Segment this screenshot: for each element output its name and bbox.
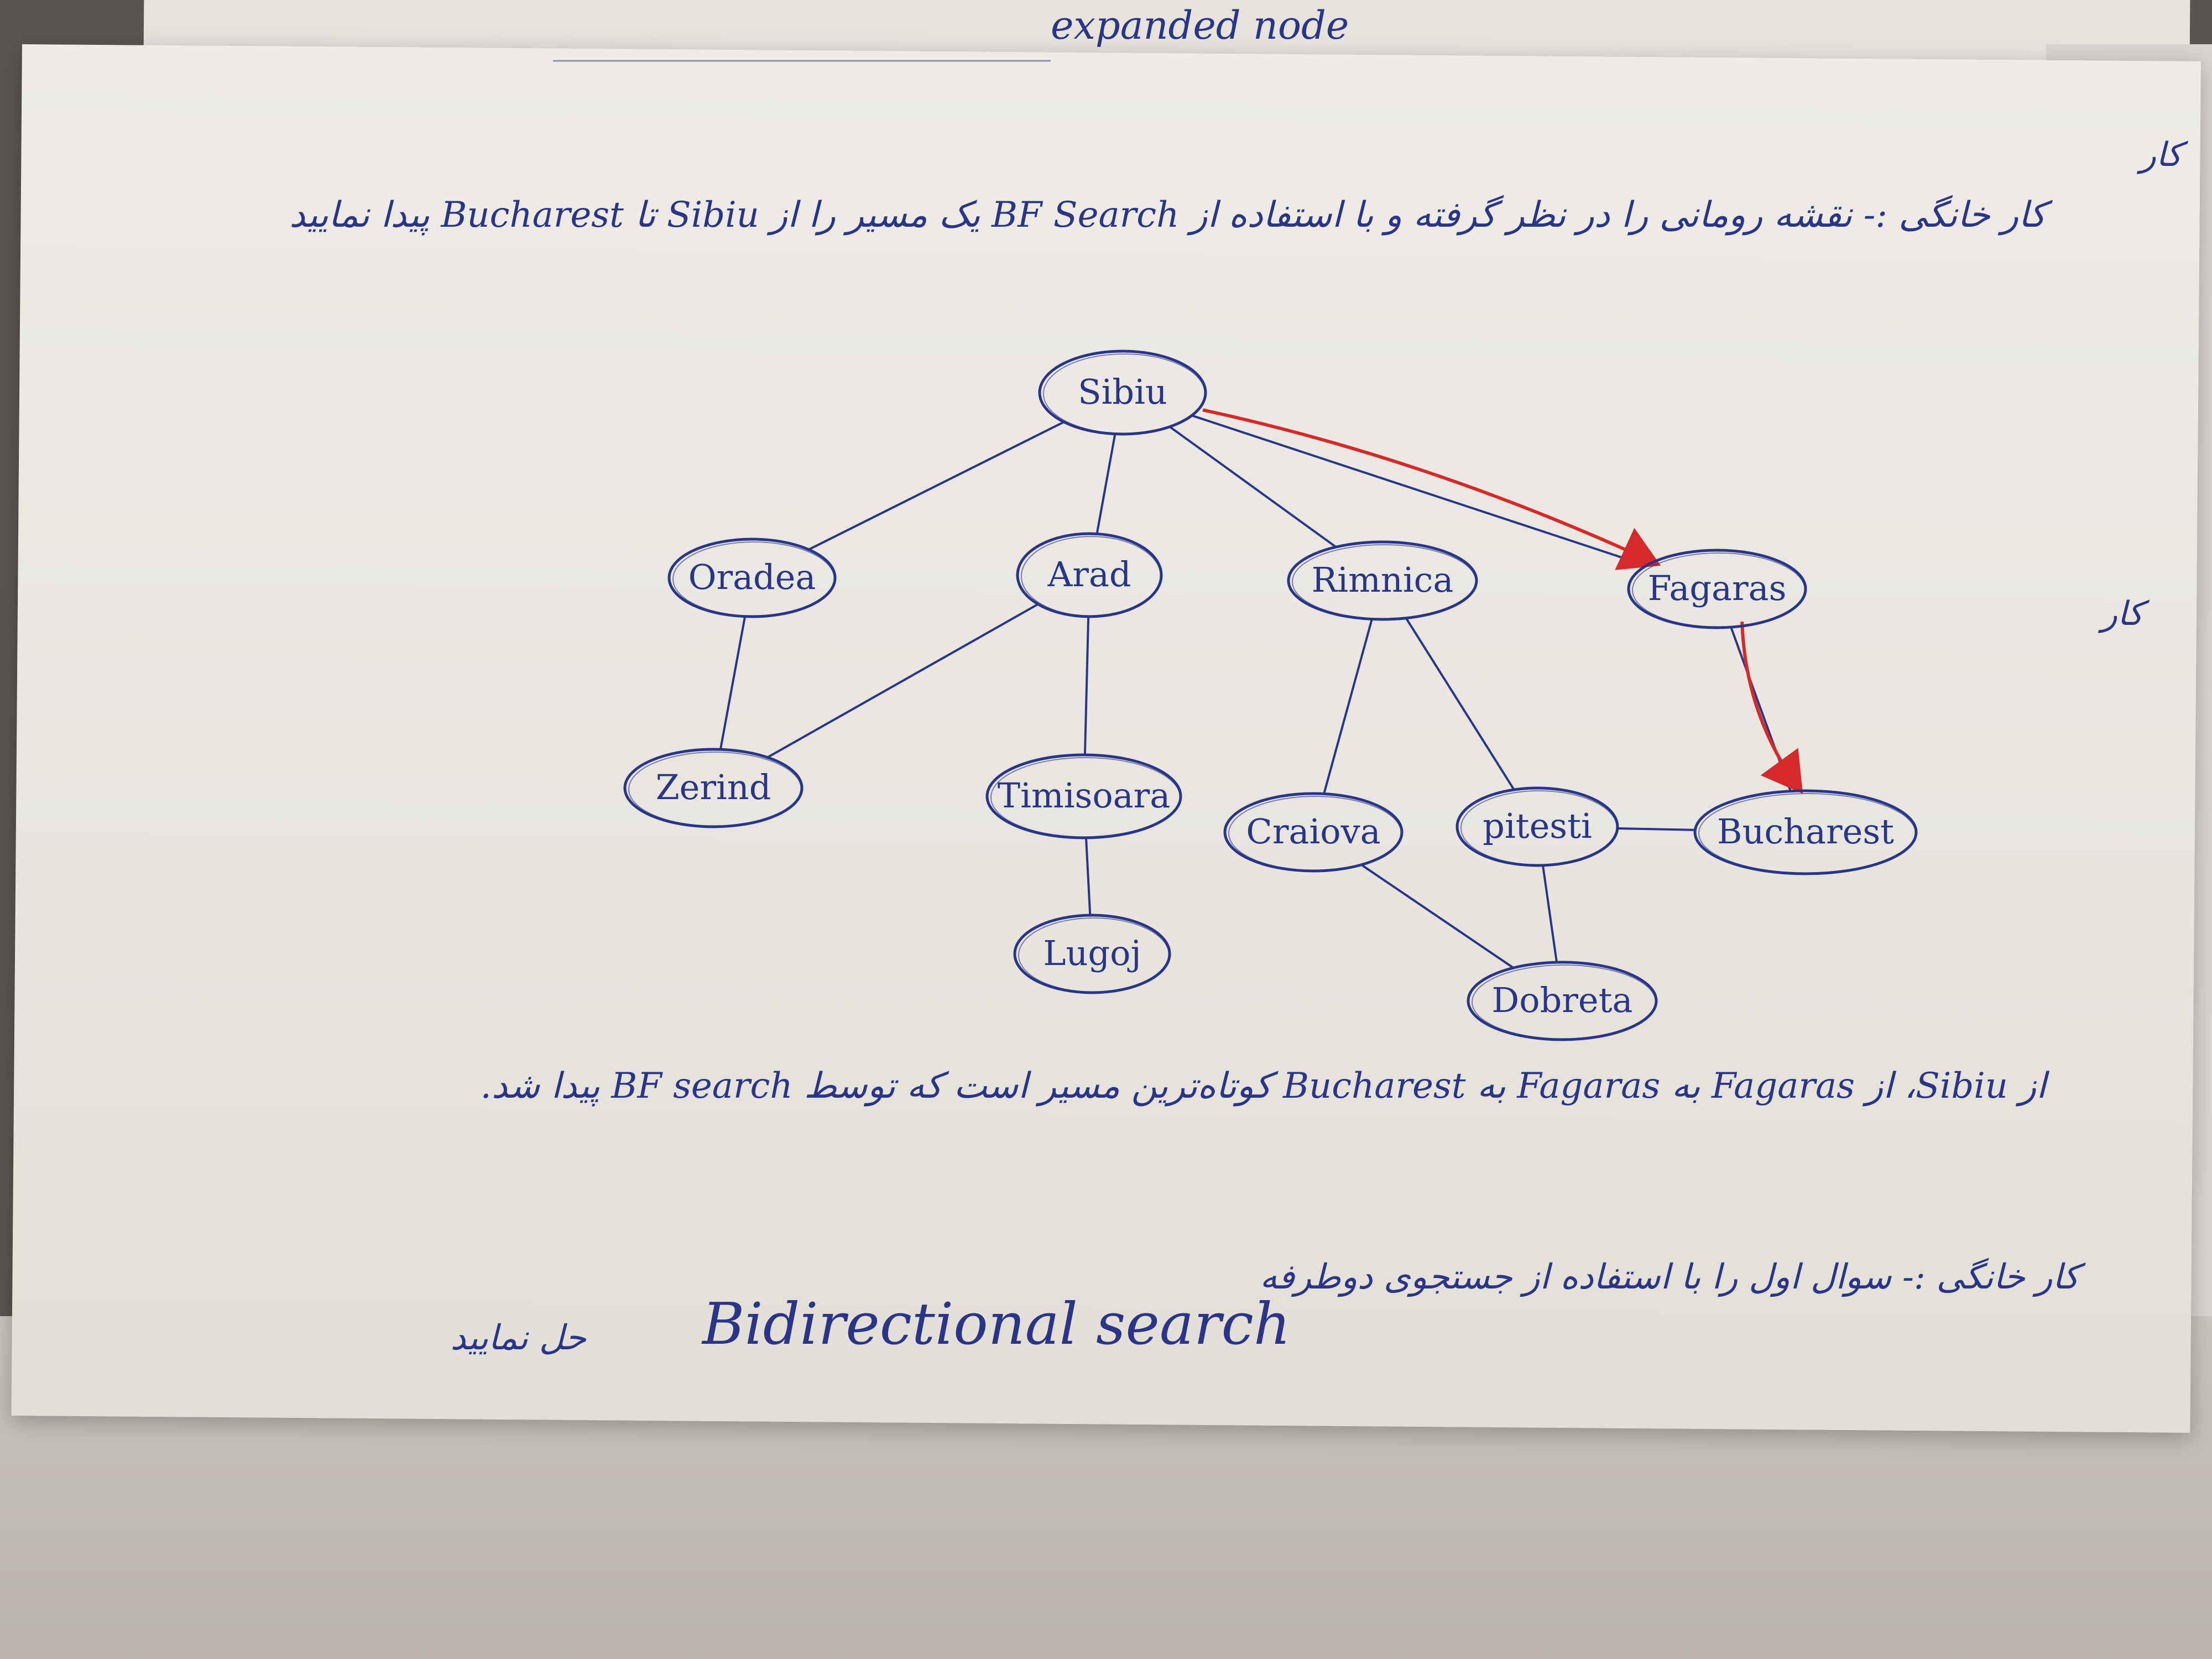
node-outline <box>1455 786 1619 867</box>
node-outline <box>1223 792 1404 873</box>
node-bucharest: Bucharest <box>1693 789 1918 875</box>
bfs-arrow-sibiu-fagaras <box>1202 408 1661 570</box>
node-outline <box>1693 789 1918 875</box>
edge-rimnica-craiova <box>1323 618 1373 795</box>
graph-edges <box>719 414 1792 969</box>
margin-note-1: کار <box>2136 135 2188 174</box>
edge-pitesti-dobreta <box>1541 864 1558 964</box>
bfs-path <box>1202 408 1803 794</box>
node-label: Lugoj <box>1043 933 1141 973</box>
node-outline <box>1038 349 1207 436</box>
edge-sibiu-rimnica <box>1168 425 1337 549</box>
bfs-arrow-fagaras-bucharest <box>1740 622 1803 794</box>
node-dobreta: Dobreta <box>1467 961 1658 1041</box>
edge-sibiu-arad <box>1095 432 1117 535</box>
header-fragment: expanded node <box>1051 3 1349 48</box>
node-outline <box>623 748 804 828</box>
node-label: Dobreta <box>1492 980 1633 1020</box>
node-outline <box>1627 549 1807 629</box>
node-craiova: Craiova <box>1223 792 1404 873</box>
node-label: Craiova <box>1246 811 1380 852</box>
node-label: Rimnica <box>1312 560 1454 600</box>
edge-arad-timisoara <box>1083 615 1090 757</box>
edge-oradea-zerind <box>719 615 747 751</box>
edge-pitesti-bucharest <box>1616 827 1697 831</box>
edge-fagaras-bucharest <box>1730 626 1792 792</box>
node-outline <box>1467 961 1658 1041</box>
node-label: Arad <box>1047 554 1131 594</box>
node-outline <box>1016 532 1163 618</box>
edge-sibiu-fagaras <box>1191 414 1648 567</box>
node-label: Sibiu <box>1078 372 1167 412</box>
node-outline <box>1287 540 1478 621</box>
node-label: Timisoara <box>998 775 1171 816</box>
node-label: Bucharest <box>1717 811 1894 852</box>
edge-sibiu-oradea <box>807 421 1065 551</box>
node-rimnica: Rimnica <box>1287 540 1478 621</box>
task1-text: کار خانگی :- نقشه رومانی را در نظر گرفته… <box>289 195 2053 236</box>
node-zerind: Zerind <box>623 748 804 828</box>
answer-text: از Sibiu، از Fagaras به Fagaras به Bucha… <box>481 1066 2050 1107</box>
node-lugoj: Lugoj <box>1013 914 1171 994</box>
node-arad: Arad <box>1016 532 1163 618</box>
node-outline <box>985 753 1182 839</box>
node-timisoara: Timisoara <box>985 753 1182 839</box>
edge-timisoara-lugoj <box>1084 836 1092 917</box>
node-outline <box>667 538 837 618</box>
node-outline <box>1013 914 1171 994</box>
edge-rimnica-pitesti <box>1405 617 1515 791</box>
node-label: Zerind <box>656 767 771 807</box>
task2-prefix: کار خانگی :- سوال اول را با استفاده از ج… <box>1260 1256 2086 1297</box>
task2-method: Bidirectional search <box>701 1290 1291 1358</box>
node-oradea: Oradea <box>667 538 837 618</box>
node-label: Oradea <box>688 557 816 597</box>
node-fagaras: Fagaras <box>1627 549 1807 629</box>
node-sibiu: Sibiu <box>1038 349 1207 436</box>
node-pitesti: pitesti <box>1455 786 1619 867</box>
margin-note-2: کار <box>2098 594 2150 633</box>
task2-suffix: حل نمایید <box>451 1317 587 1358</box>
edge-craiova-dobreta <box>1360 863 1515 969</box>
node-label: pitesti <box>1483 806 1592 846</box>
node-label: Fagaras <box>1648 568 1787 608</box>
edge-arad-zerind <box>766 603 1040 759</box>
